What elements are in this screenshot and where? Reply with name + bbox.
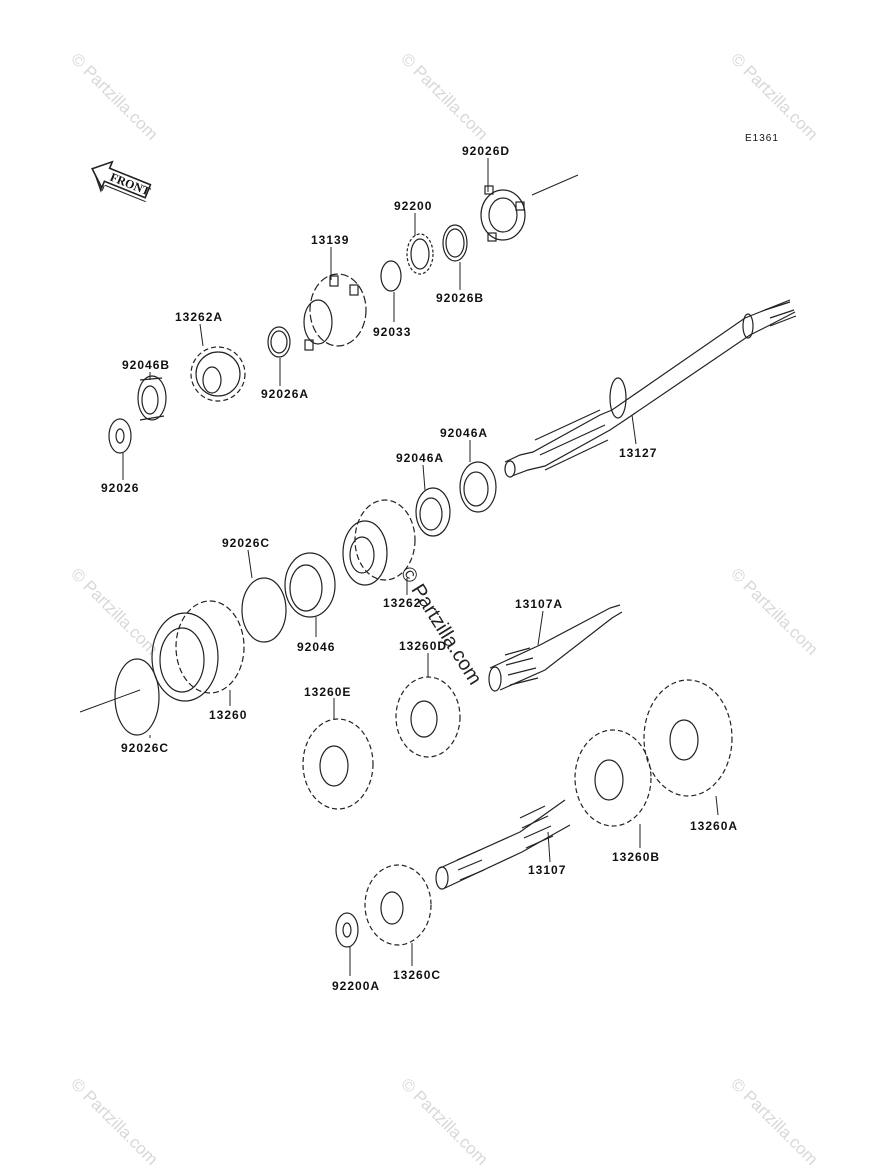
- washer-92026D: [480, 185, 526, 242]
- front-label: FRONT: [108, 170, 152, 199]
- washer-92200A: [335, 912, 359, 948]
- part-label[interactable]: 92046B: [122, 358, 170, 372]
- shaft-13107A: [488, 604, 623, 692]
- watermark-text: © Partzilla.com: [727, 49, 821, 143]
- part-label[interactable]: 92026B: [436, 291, 484, 305]
- center-watermark-text: © Partzilla.com: [396, 563, 486, 689]
- hub-13139: [303, 273, 367, 351]
- part-label[interactable]: 13262: [383, 596, 421, 610]
- part-label[interactable]: 92026C: [222, 536, 270, 550]
- gear-13260D: [395, 676, 461, 758]
- washer-92026B: [442, 224, 468, 262]
- part-label[interactable]: 92046: [297, 640, 335, 654]
- part-label[interactable]: 13260E: [304, 685, 351, 699]
- watermark-text: © Partzilla.com: [727, 564, 821, 658]
- main-shaft-13127: [504, 299, 797, 478]
- gear-13260A: [643, 679, 733, 797]
- part-label[interactable]: 13260B: [612, 850, 660, 864]
- gear-13262: [342, 499, 416, 586]
- center-watermark: © Partzilla.com: [396, 563, 486, 689]
- part-label[interactable]: 13260D: [399, 639, 447, 653]
- bearing-92046A-a: [415, 487, 451, 537]
- part-label[interactable]: 92026C: [121, 741, 169, 755]
- part-label[interactable]: 13127: [619, 446, 657, 460]
- part-label[interactable]: 92200: [394, 199, 432, 213]
- gear-13260B: [574, 729, 652, 827]
- part-label[interactable]: 13260A: [690, 819, 738, 833]
- bearing-92046: [284, 552, 336, 618]
- gear-13260C: [364, 864, 432, 946]
- part-label[interactable]: 13107: [528, 863, 566, 877]
- part-label[interactable]: 92046A: [440, 426, 488, 440]
- gear-13260E: [302, 718, 374, 810]
- watermark-text: © Partzilla.com: [397, 49, 491, 143]
- front-arrow-icon: FRONT: [91, 160, 152, 203]
- part-label[interactable]: 13260: [209, 708, 247, 722]
- watermark-text: © Partzilla.com: [67, 49, 161, 143]
- part-label[interactable]: 13107A: [515, 597, 563, 611]
- watermark-text: © Partzilla.com: [67, 1074, 161, 1168]
- watermark-text: © Partzilla.com: [67, 564, 161, 658]
- part-label[interactable]: 13260C: [393, 968, 441, 982]
- diagram-code: E1361: [745, 133, 779, 144]
- ring-92026C-b: [114, 658, 160, 736]
- circlip-92033: [380, 260, 402, 292]
- watermark-text: © Partzilla.com: [397, 1074, 491, 1168]
- gear-13260: [151, 600, 245, 702]
- part-label[interactable]: 92200A: [332, 979, 380, 993]
- part-label[interactable]: 13139: [311, 233, 349, 247]
- watermark-text: © Partzilla.com: [727, 1074, 821, 1168]
- bearing-92046B: [137, 375, 167, 421]
- part-labels: 92026D 92200 13139 92026B 92033 13262A 9…: [101, 144, 738, 993]
- part-label[interactable]: 92046A: [396, 451, 444, 465]
- washer-92026A: [267, 326, 291, 358]
- part-label[interactable]: 92026A: [261, 387, 309, 401]
- bearing-92046A-b: [459, 461, 497, 513]
- ring-92026C-a: [241, 577, 287, 643]
- part-label[interactable]: 13262A: [175, 310, 223, 324]
- washer-92026: [108, 418, 132, 454]
- ring-92200: [406, 233, 434, 275]
- part-label[interactable]: 92033: [373, 325, 411, 339]
- gear-13262A: [190, 346, 246, 402]
- part-label[interactable]: 92026: [101, 481, 139, 495]
- shaft-13107: [435, 799, 571, 890]
- leader-lines: [122, 158, 719, 976]
- part-label[interactable]: 92026D: [462, 144, 510, 158]
